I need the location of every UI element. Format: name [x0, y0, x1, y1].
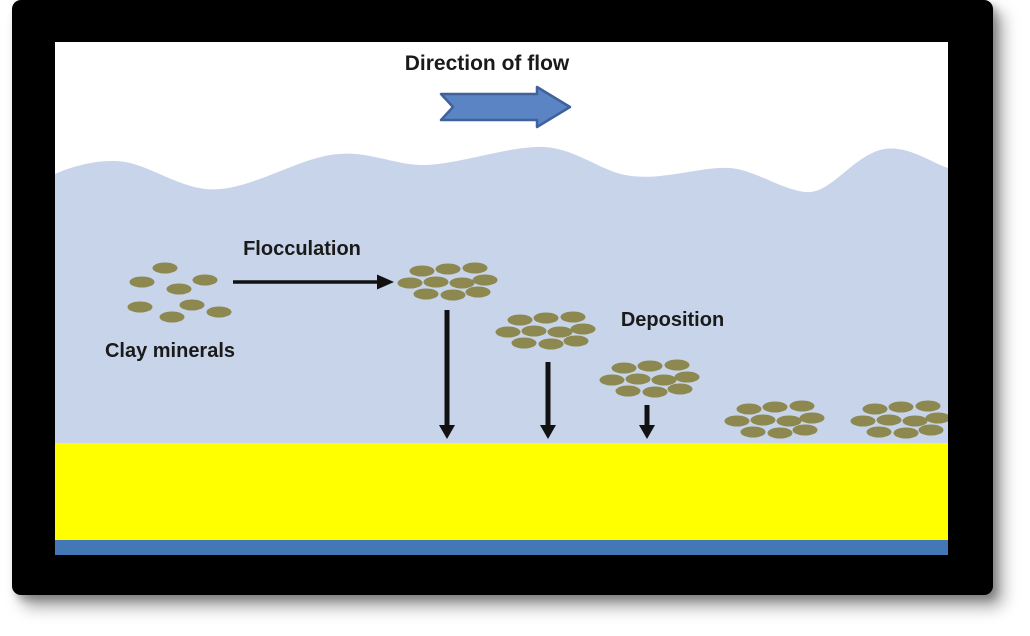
clay-particle [462, 262, 488, 274]
settling-arrow-icon [540, 362, 556, 439]
clay-particle [637, 360, 663, 372]
clay-particle [862, 403, 888, 415]
deposition-label: Deposition [620, 309, 725, 331]
clay-particle [850, 415, 876, 427]
dispersed-clay-particles [127, 262, 232, 323]
clay-particle [740, 426, 766, 438]
clay-particle [563, 335, 589, 347]
clay-particle [192, 274, 218, 286]
clay-particle [667, 383, 693, 395]
floc-cluster [724, 400, 825, 439]
clay-particle [651, 374, 677, 386]
clay-particle [792, 424, 818, 436]
sediment-layer [55, 443, 948, 540]
floc-cluster [397, 262, 498, 301]
clay-particle [762, 401, 788, 413]
clay-particle [166, 283, 192, 295]
clay-particle [866, 426, 892, 438]
clay-particle [750, 414, 776, 426]
clay-particle [625, 373, 651, 385]
clay-particle [206, 306, 232, 318]
clay-particle [642, 386, 668, 398]
clay-particle [560, 311, 586, 323]
clay-particle [440, 289, 466, 301]
clay-particle [423, 276, 449, 288]
clay-particle [615, 385, 641, 397]
clay-particle [736, 403, 762, 415]
clay-particle [876, 414, 902, 426]
clay-particle [724, 415, 750, 427]
clay-particle [129, 276, 155, 288]
clay-particle [664, 359, 690, 371]
clay-particle [767, 427, 793, 439]
floc-cluster [850, 400, 948, 439]
clay-minerals-label: Clay minerals [104, 340, 236, 362]
settling-arrow-icon [639, 405, 655, 439]
clay-particle [599, 374, 625, 386]
floc-cluster [495, 311, 596, 350]
clay-particle [413, 288, 439, 300]
floc-cluster [599, 359, 700, 398]
clay-particle [449, 277, 475, 289]
clay-particle [902, 415, 928, 427]
settling-arrows [439, 310, 655, 439]
clay-particle [397, 277, 423, 289]
clay-particle [179, 299, 205, 311]
clay-particle [776, 415, 802, 427]
clay-particle [507, 314, 533, 326]
clay-particle [538, 338, 564, 350]
flocculation-arrow-icon [233, 274, 394, 290]
black-picture-frame: Direction of flow Flocculation Clay mine… [12, 0, 993, 595]
bed-layer [55, 540, 948, 555]
clay-particle [127, 301, 153, 313]
diagram-content-area: Direction of flow Flocculation Clay mine… [55, 42, 948, 555]
clay-particle [925, 412, 948, 424]
flow-direction-arrow-icon [439, 85, 572, 129]
direction-of-flow-label: Direction of flow [404, 52, 570, 75]
clay-particle [495, 326, 521, 338]
flocculation-label: Flocculation [243, 238, 361, 260]
clay-particle [465, 286, 491, 298]
clay-particle [789, 400, 815, 412]
clay-particle [152, 262, 178, 274]
clay-particle [409, 265, 435, 277]
clay-particle [611, 362, 637, 374]
clay-particle [521, 325, 547, 337]
floc-clusters [397, 262, 948, 439]
clay-particle [918, 424, 944, 436]
clay-particle [159, 311, 185, 323]
clay-particle [674, 371, 700, 383]
clay-particle [915, 400, 941, 412]
clay-particle [511, 337, 537, 349]
clay-particle [547, 326, 573, 338]
clay-particle [435, 263, 461, 275]
clay-particle [533, 312, 559, 324]
settling-arrow-icon [439, 310, 455, 439]
clay-particle [799, 412, 825, 424]
clay-particle [888, 401, 914, 413]
clay-particle [570, 323, 596, 335]
clay-particle [893, 427, 919, 439]
clay-particle [472, 274, 498, 286]
flocculation-diagram [55, 85, 948, 555]
